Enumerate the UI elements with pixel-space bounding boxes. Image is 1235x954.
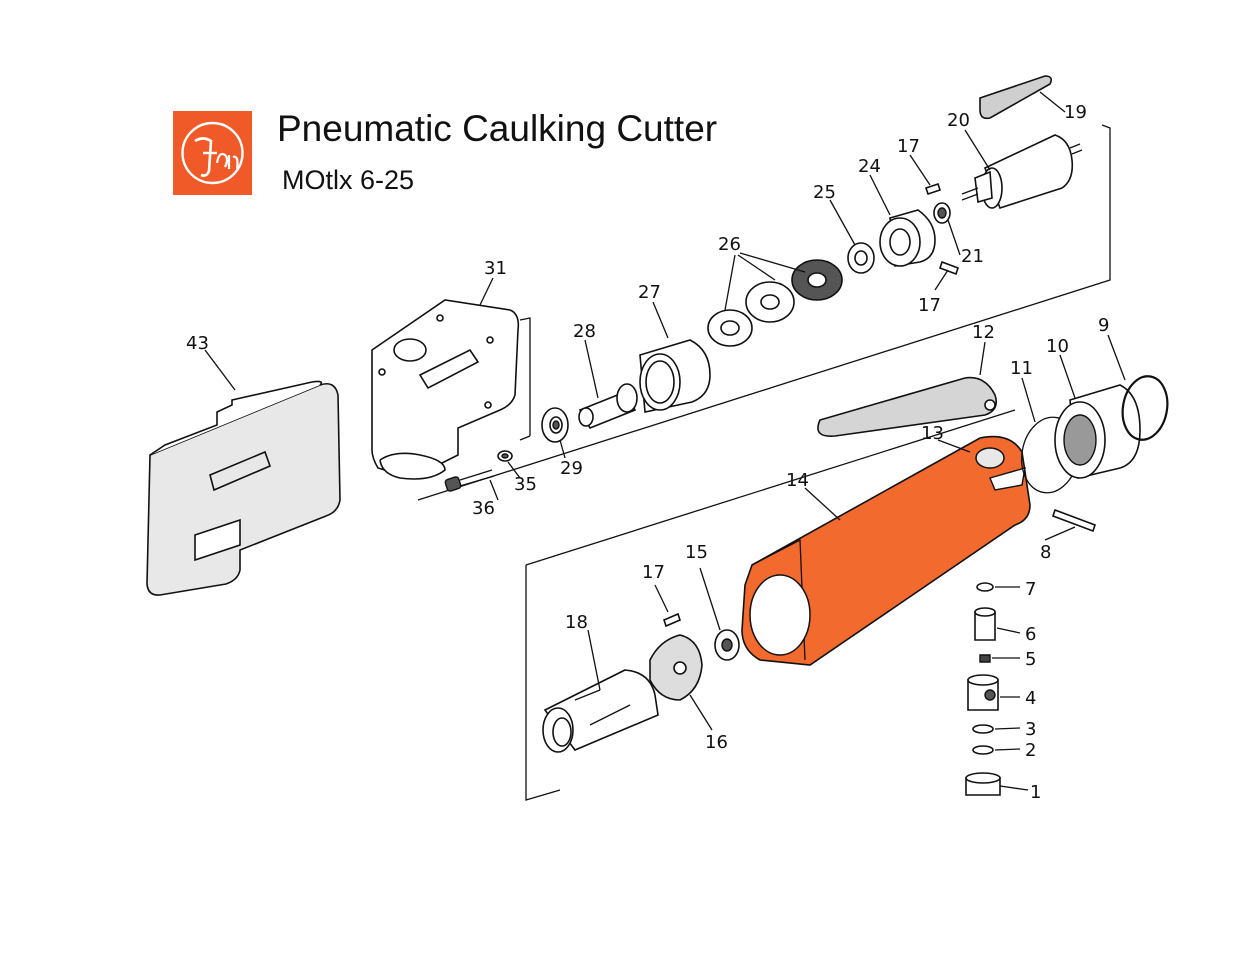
part-35-washer bbox=[497, 450, 513, 462]
part-19-vane bbox=[979, 75, 1052, 120]
valve-stack bbox=[965, 582, 1001, 796]
part-29-bearing bbox=[541, 407, 569, 443]
label-13: 13 bbox=[921, 423, 944, 444]
part-16-endplate bbox=[649, 634, 703, 701]
label-21: 21 bbox=[961, 246, 984, 267]
assembly-bracket-lower bbox=[525, 409, 1016, 801]
label-27: 27 bbox=[638, 282, 661, 303]
part-8-pin bbox=[1051, 508, 1097, 533]
label-16: 16 bbox=[705, 732, 728, 753]
label-7: 7 bbox=[1025, 579, 1036, 600]
assembly-bracket-upper bbox=[417, 124, 1111, 501]
label-12: 12 bbox=[972, 322, 995, 343]
part-21-nut bbox=[933, 202, 951, 224]
label-3: 3 bbox=[1025, 719, 1036, 740]
label-36: 36 bbox=[472, 498, 495, 519]
label-2: 2 bbox=[1025, 740, 1036, 761]
label-17-low: 17 bbox=[642, 562, 665, 583]
part-31-head-housing bbox=[371, 299, 520, 480]
label-6: 6 bbox=[1025, 624, 1036, 645]
page-title: Pneumatic Caulking Cutter bbox=[277, 108, 718, 149]
label-8: 8 bbox=[1040, 542, 1051, 563]
label-18: 18 bbox=[565, 612, 588, 633]
part-17-pin-lower bbox=[663, 612, 681, 628]
part-24-ring bbox=[879, 209, 936, 267]
label-25: 25 bbox=[813, 182, 836, 203]
part-20-rotor bbox=[961, 134, 1083, 209]
leader-lines bbox=[204, 91, 1126, 791]
part-15-bearing bbox=[714, 629, 740, 661]
part-28-spindle bbox=[578, 383, 638, 430]
part-36-screw bbox=[444, 469, 495, 492]
label-20: 20 bbox=[947, 110, 970, 131]
part-25-bearing bbox=[847, 242, 875, 274]
part-43-cover bbox=[146, 380, 341, 596]
part-17-pin-upper bbox=[924, 182, 960, 276]
part-9-circlip bbox=[1121, 375, 1169, 441]
label-28: 28 bbox=[573, 321, 596, 342]
label-43: 43 bbox=[186, 333, 209, 354]
label-17-top: 17 bbox=[897, 136, 920, 157]
model-number: MOtlx 6-25 bbox=[282, 165, 415, 195]
label-5: 5 bbox=[1025, 649, 1036, 670]
part-labels: 43 31 28 29 27 26 25 24 17 21 17 20 19 1… bbox=[186, 102, 1109, 803]
label-15: 15 bbox=[685, 542, 708, 563]
part-14-housing bbox=[741, 435, 1031, 666]
label-1: 1 bbox=[1030, 782, 1041, 803]
label-10: 10 bbox=[1046, 336, 1069, 357]
label-9: 9 bbox=[1098, 315, 1109, 336]
label-26: 26 bbox=[718, 234, 741, 255]
label-31: 31 bbox=[484, 258, 507, 279]
label-17-mid: 17 bbox=[918, 295, 941, 316]
part-27-sleeve bbox=[639, 339, 711, 413]
part-12-lever bbox=[817, 376, 998, 437]
label-29: 29 bbox=[560, 458, 583, 479]
label-35: 35 bbox=[514, 474, 537, 495]
label-14: 14 bbox=[786, 470, 809, 491]
part-18-cylinder bbox=[542, 669, 659, 753]
label-4: 4 bbox=[1025, 688, 1036, 709]
label-19: 19 bbox=[1064, 102, 1087, 123]
fein-logo bbox=[173, 111, 252, 195]
part-26-washers bbox=[707, 259, 843, 347]
label-11: 11 bbox=[1010, 358, 1033, 379]
label-24: 24 bbox=[858, 156, 881, 177]
